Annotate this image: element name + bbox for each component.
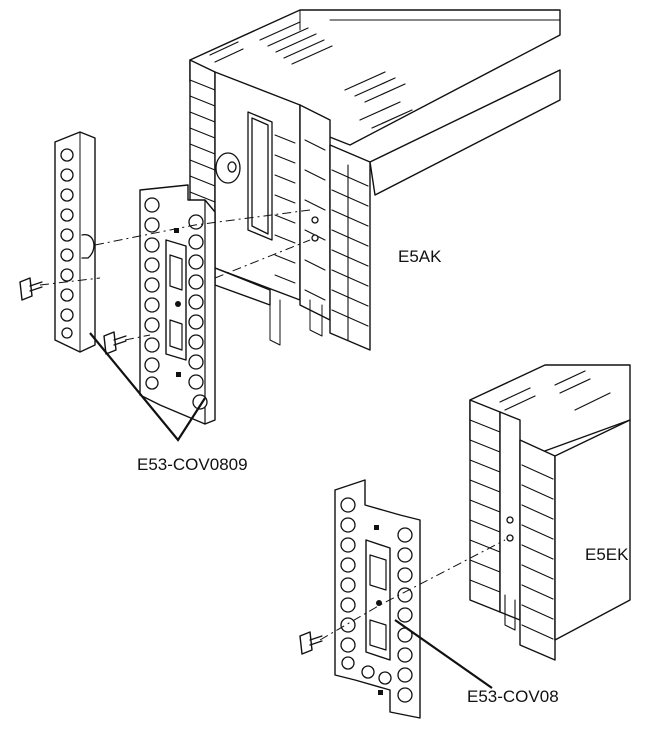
label-e53-cov0809: E53-COV0809 <box>137 455 248 474</box>
alignment-lines <box>39 209 311 341</box>
leader-lines-cov0809 <box>89 332 206 442</box>
leader-line-cov08 <box>394 619 493 689</box>
label-e5ek: E5EK <box>585 545 629 564</box>
e5ek-terminal-cover <box>334 479 421 719</box>
screw-icon <box>103 331 127 355</box>
label-e53-cov08: E53-COV08 <box>467 687 559 706</box>
e5ak-terminal-cover-rear <box>54 131 96 353</box>
label-e5ak: E5AK <box>398 247 442 266</box>
e5ak-housing <box>189 9 561 351</box>
alignment-lines-e5ek <box>319 539 506 641</box>
screw-icon <box>299 631 323 655</box>
e5ak-terminal-cover-front <box>139 184 216 425</box>
screw-icon <box>19 277 43 301</box>
e5ek-housing <box>469 364 631 661</box>
